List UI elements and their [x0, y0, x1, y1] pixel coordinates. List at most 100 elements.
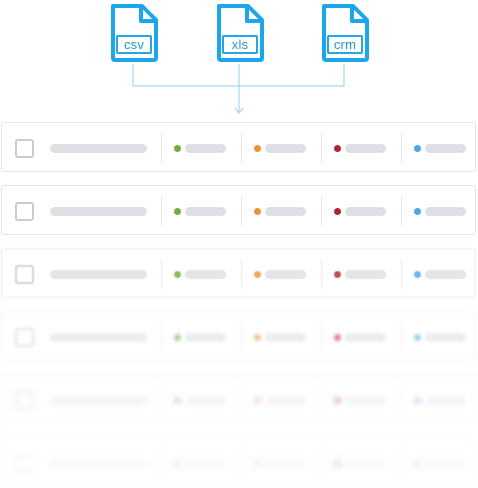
row-checkbox[interactable]	[15, 328, 34, 347]
value-placeholder	[345, 396, 386, 405]
name-placeholder	[50, 459, 147, 468]
column-divider	[401, 196, 402, 226]
status-cell	[321, 375, 401, 425]
status-cell	[161, 186, 241, 236]
value-placeholder	[265, 459, 306, 468]
value-placeholder	[265, 396, 306, 405]
column-divider	[241, 133, 242, 163]
status-dot-icon	[334, 208, 341, 215]
column-divider	[161, 259, 162, 289]
column-divider	[241, 448, 242, 478]
column-divider	[161, 448, 162, 478]
status-dot-icon	[174, 334, 181, 341]
status-dot-icon	[254, 460, 261, 467]
status-dot-icon	[414, 145, 421, 152]
file-label-crm: crm	[327, 35, 363, 54]
value-placeholder	[345, 270, 386, 279]
value-placeholder	[345, 333, 386, 342]
value-placeholder	[265, 207, 306, 216]
column-divider	[241, 385, 242, 415]
table-row[interactable]	[1, 374, 476, 424]
status-cell	[401, 438, 478, 488]
row-checkbox[interactable]	[15, 202, 34, 221]
status-dot-icon	[174, 145, 181, 152]
value-placeholder	[185, 270, 226, 279]
status-cell	[401, 186, 478, 236]
value-placeholder	[425, 396, 466, 405]
name-placeholder	[50, 270, 147, 279]
status-cell	[401, 249, 478, 299]
column-divider	[321, 322, 322, 352]
status-dot-icon	[414, 334, 421, 341]
column-divider	[401, 322, 402, 352]
xls-file-icon: xls	[215, 4, 265, 62]
value-placeholder	[425, 270, 466, 279]
row-checkbox[interactable]	[15, 265, 34, 284]
value-placeholder	[265, 270, 306, 279]
status-dot-icon	[174, 208, 181, 215]
status-cell	[321, 186, 401, 236]
value-placeholder	[185, 333, 226, 342]
status-dot-icon	[334, 397, 341, 404]
value-placeholder	[185, 459, 226, 468]
column-divider	[401, 385, 402, 415]
status-cell	[321, 249, 401, 299]
table-row[interactable]	[1, 311, 476, 361]
column-divider	[161, 133, 162, 163]
crm-file-icon: crm	[320, 4, 370, 62]
column-divider	[241, 259, 242, 289]
column-divider	[161, 196, 162, 226]
row-checkbox[interactable]	[15, 454, 34, 473]
status-cell	[161, 312, 241, 362]
status-cell	[161, 123, 241, 173]
status-dot-icon	[414, 397, 421, 404]
status-cell	[161, 249, 241, 299]
status-dot-icon	[254, 334, 261, 341]
status-dot-icon	[414, 208, 421, 215]
table-row[interactable]	[1, 185, 476, 235]
value-placeholder	[345, 459, 386, 468]
column-divider	[321, 196, 322, 226]
status-dot-icon	[174, 271, 181, 278]
table-row[interactable]	[1, 437, 476, 487]
status-dot-icon	[174, 460, 181, 467]
name-placeholder	[50, 396, 147, 405]
status-dot-icon	[414, 271, 421, 278]
status-cell	[401, 375, 478, 425]
column-divider	[241, 322, 242, 352]
value-placeholder	[425, 144, 466, 153]
status-dot-icon	[254, 397, 261, 404]
row-checkbox[interactable]	[15, 391, 34, 410]
value-placeholder	[185, 396, 226, 405]
name-placeholder	[50, 144, 147, 153]
csv-file-icon: csv	[109, 4, 159, 62]
status-cell	[241, 249, 321, 299]
value-placeholder	[265, 144, 306, 153]
status-cell	[241, 312, 321, 362]
value-placeholder	[265, 333, 306, 342]
merge-connector	[132, 64, 345, 114]
status-dot-icon	[334, 271, 341, 278]
column-divider	[401, 448, 402, 478]
value-placeholder	[185, 144, 226, 153]
name-placeholder	[50, 207, 147, 216]
status-dot-icon	[174, 397, 181, 404]
status-dot-icon	[254, 145, 261, 152]
column-divider	[321, 133, 322, 163]
status-cell	[241, 438, 321, 488]
value-placeholder	[425, 333, 466, 342]
value-placeholder	[345, 144, 386, 153]
value-placeholder	[425, 207, 466, 216]
column-divider	[321, 385, 322, 415]
status-dot-icon	[254, 271, 261, 278]
status-dot-icon	[334, 334, 341, 341]
status-dot-icon	[414, 460, 421, 467]
column-divider	[321, 448, 322, 478]
status-cell	[321, 312, 401, 362]
table-row[interactable]	[1, 122, 476, 172]
row-checkbox[interactable]	[15, 139, 34, 158]
column-divider	[401, 259, 402, 289]
status-cell	[161, 438, 241, 488]
table-row[interactable]	[1, 248, 476, 298]
status-dot-icon	[334, 145, 341, 152]
